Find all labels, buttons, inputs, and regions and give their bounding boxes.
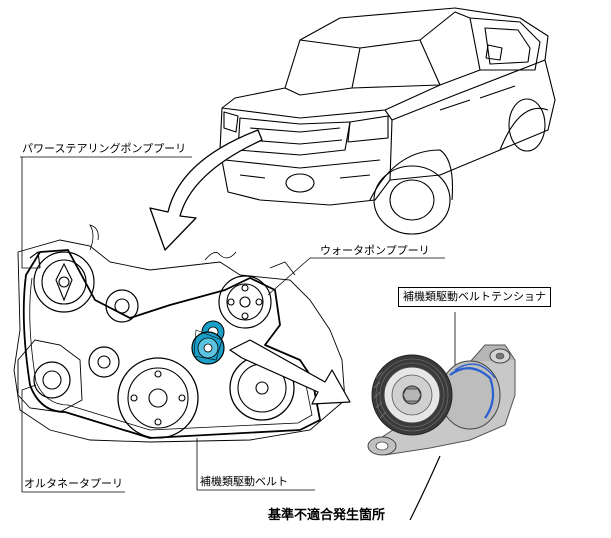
- leader-lines: [20, 156, 456, 521]
- belt-tensioner-illustration: [367, 344, 516, 456]
- engine-belt-layout: [13, 224, 346, 443]
- indicator-arrow-to-tensioner: [229, 339, 351, 405]
- suv-illustration: [219, 7, 556, 235]
- label-drive-belt: 補機類駆動ベルト: [200, 475, 288, 488]
- label-alternator-pulley: オルタネータプーリ: [24, 477, 123, 490]
- belt-tensioner-highlight: [191, 320, 225, 365]
- label-water-pump-pulley: ウォータポンププーリ: [320, 244, 430, 257]
- indicator-arrow-car-to-engine: [149, 129, 263, 251]
- label-power-steering-pump-pulley: パワーステアリングポンププーリ: [22, 142, 187, 155]
- label-defect-location: 基準不適合発生箇所: [268, 508, 386, 523]
- label-belt-tensioner: 補機類駆動ベルトテンショナ: [398, 287, 551, 307]
